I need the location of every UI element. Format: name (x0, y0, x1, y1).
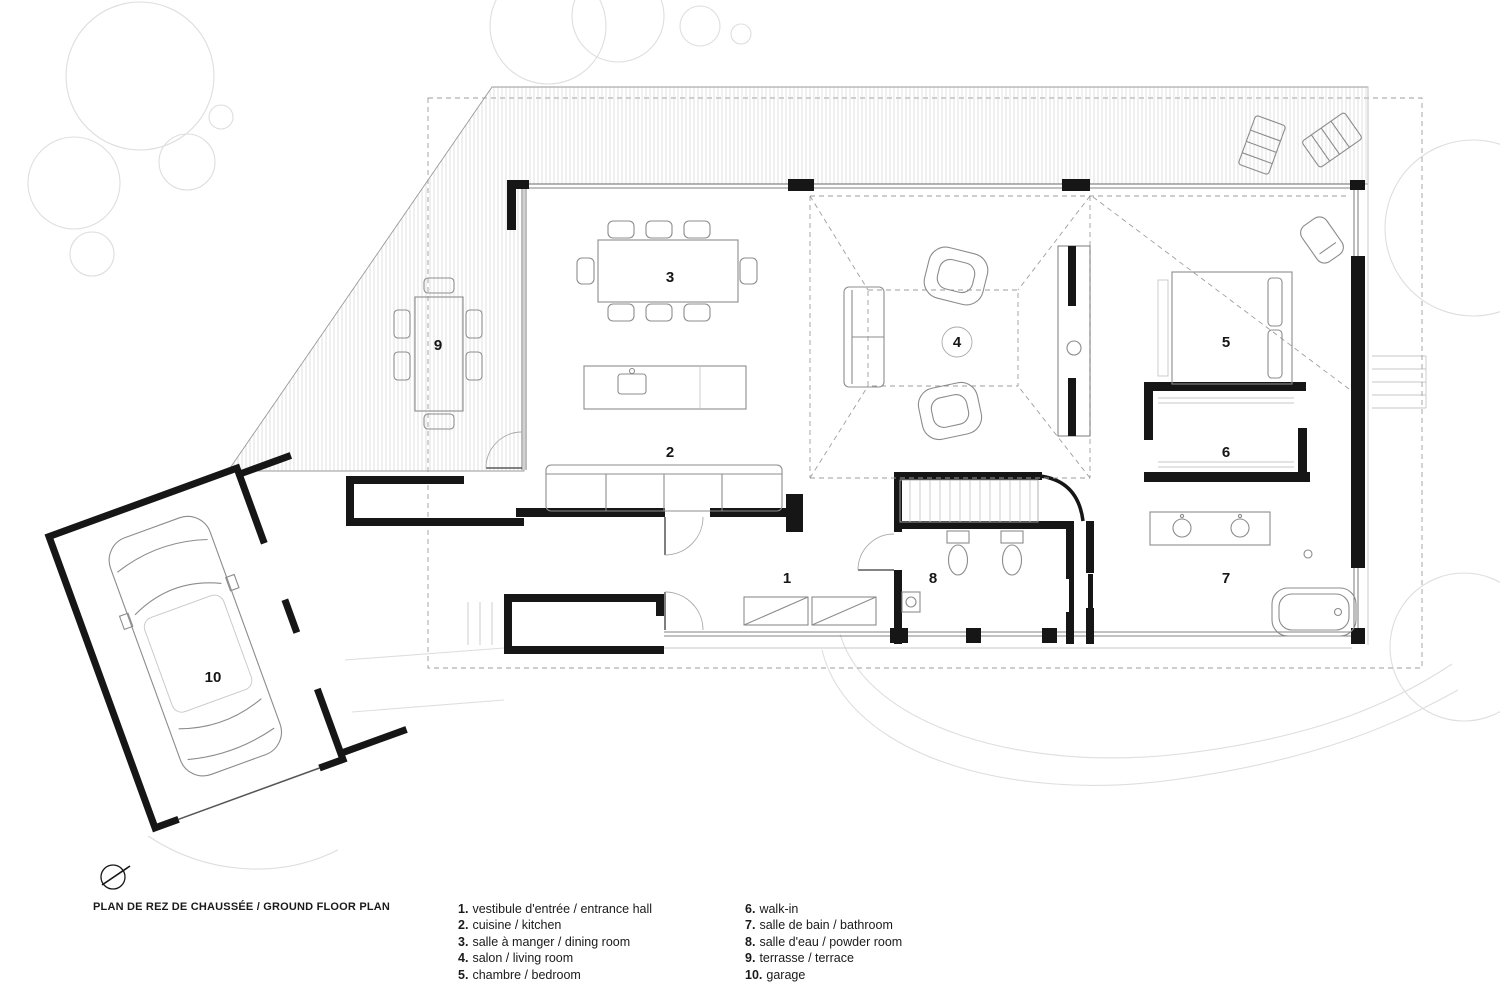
outdoor-dining-table (393, 277, 483, 430)
legend-label: vestibule d'entrée / entrance hall (472, 902, 653, 916)
legend-number: 4. (458, 951, 469, 966)
legend-item-7: 7.salle de bain / bathroom (745, 917, 902, 933)
room-numbers: 1 2 3 4 5 6 7 8 9 10 (205, 269, 1231, 686)
legend-item-1: 1.vestibule d'entrée / entrance hall (458, 901, 652, 917)
legend-label: salon / living room (472, 951, 574, 966)
furniture (545, 216, 1357, 637)
legend-label: garage (766, 967, 806, 982)
bed (1157, 271, 1293, 385)
site-paths (147, 355, 1459, 870)
armchair (923, 246, 989, 306)
site-trees (27, 0, 1500, 722)
doors (485, 431, 895, 631)
toilet (946, 530, 970, 576)
legend-number: 3. (458, 934, 469, 949)
walls (346, 179, 1365, 654)
legend-label: chambre / bedroom (472, 967, 581, 982)
legend-column-1: 1.vestibule d'entrée / entrance hall 2.c… (458, 901, 652, 983)
entry-cabinets (743, 596, 877, 626)
exterior-steps (1372, 355, 1427, 409)
vanity (1149, 511, 1271, 546)
legend-label: walk-in (759, 902, 799, 916)
garage (44, 452, 408, 833)
kitchen-island (583, 365, 747, 410)
legend-item-8: 8.salle d'eau / powder room (745, 934, 902, 950)
shower-drain (1303, 549, 1313, 559)
legend-item-5: 5.chambre / bedroom (458, 967, 652, 983)
room-number-3: 3 (666, 269, 674, 286)
legend-number: 5. (458, 967, 469, 982)
room-number-8: 8 (929, 570, 937, 587)
window-walls (516, 183, 1359, 637)
plan-title: PLAN DE REZ DE CHAUSSÉE / GROUND FLOOR P… (93, 901, 391, 913)
legend-column-2: 6.walk-in 7.salle de bain / bathroom 8.s… (745, 901, 902, 983)
legend-item-6: 6.walk-in (745, 901, 902, 917)
porch-steps (467, 602, 493, 645)
stairs (899, 479, 1039, 523)
room-number-5: 5 (1222, 334, 1230, 351)
bench-sofa (545, 464, 783, 512)
bathtub (1271, 587, 1357, 637)
car (108, 515, 283, 777)
room-number-6: 6 (1222, 444, 1230, 461)
legend-number: 9. (745, 951, 756, 966)
room-number-4-circle (941, 326, 973, 358)
legend-item-4: 4.salon / living room (458, 950, 652, 966)
legend-number: 8. (745, 934, 756, 949)
legend-label: salle de bain / bathroom (759, 918, 893, 933)
legend-number: 10. (745, 967, 763, 982)
lounge-chair (1302, 112, 1362, 168)
room-number-2: 2 (666, 444, 674, 461)
room-number-10: 10 (205, 669, 222, 686)
terrace-deck (227, 86, 1369, 649)
legend-number: 2. (458, 918, 469, 933)
north-arrow (100, 864, 131, 890)
legend-label: salle à manger / dining room (472, 934, 631, 949)
fireplace-divider (1057, 245, 1091, 437)
lounge-chair (1238, 115, 1286, 175)
bedroom-chair (1300, 216, 1344, 264)
room-number-1: 1 (783, 570, 791, 587)
legend-label: salle d'eau / powder room (759, 934, 903, 949)
room-number-4: 4 (953, 334, 962, 351)
legend-item-3: 3.salle à manger / dining room (458, 934, 652, 950)
curved-stair-wall (1039, 474, 1085, 522)
legend-label: cuisine / kitchen (472, 918, 562, 933)
room-number-7: 7 (1222, 570, 1230, 587)
legend-number: 7. (745, 918, 756, 933)
walkin-shelves (1158, 397, 1294, 468)
living-sofa (843, 286, 885, 388)
legend-item-10: 10.garage (745, 967, 902, 983)
terrace-furniture (393, 112, 1362, 430)
legend-number: 1. (458, 902, 469, 916)
room-number-9: 9 (434, 337, 442, 354)
armchair (917, 381, 983, 441)
bidet (1000, 530, 1024, 576)
legend-item-9: 9.terrasse / terrace (745, 950, 902, 966)
legend-item-2: 2.cuisine / kitchen (458, 917, 652, 933)
legend-label: terrasse / terrace (759, 951, 854, 966)
powder-sink (901, 591, 921, 613)
legend-number: 6. (745, 902, 756, 916)
dining-table (576, 220, 758, 322)
